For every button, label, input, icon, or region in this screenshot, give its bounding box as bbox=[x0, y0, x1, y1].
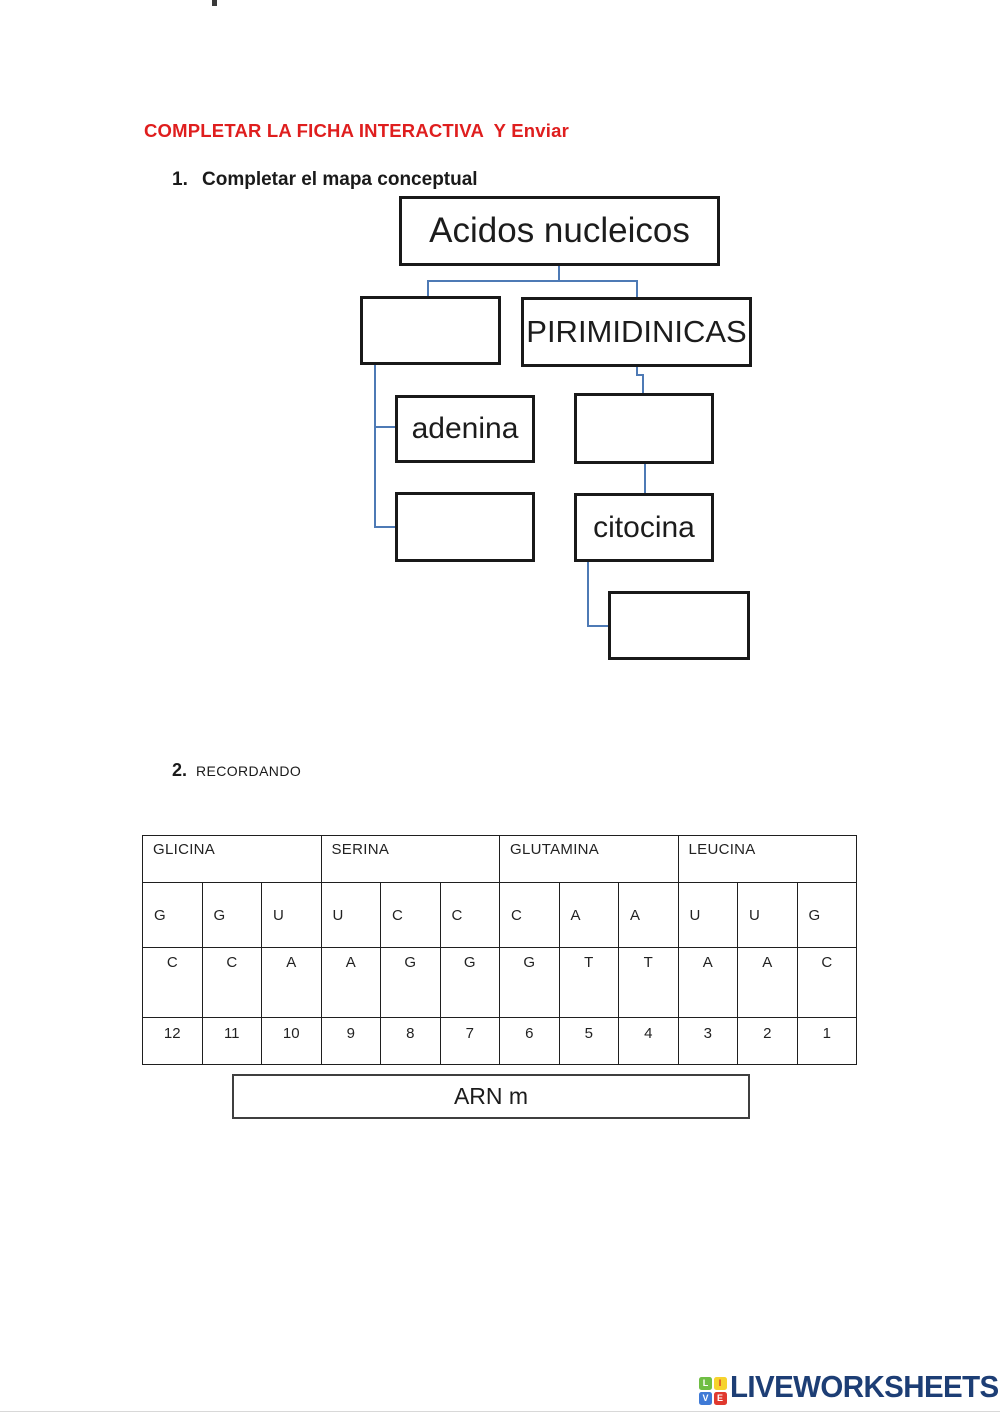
adn-base-cell: T bbox=[618, 947, 679, 1018]
map-box-acidos-nucleicos: Acidos nucleicos bbox=[399, 196, 720, 266]
logo-tile-e: E bbox=[713, 1391, 727, 1405]
position-number-cell: 3 bbox=[677, 1017, 738, 1065]
adn-base-cell: A bbox=[737, 947, 798, 1018]
arn-base-cell: A bbox=[558, 882, 619, 948]
position-number-cell: 8 bbox=[380, 1017, 441, 1065]
scan-artifact bbox=[212, 0, 217, 6]
logo-tile-v: V bbox=[699, 1391, 712, 1405]
amino-acid-header-cell: GLICINA bbox=[142, 835, 322, 883]
item-1-text: Completar el mapa conceptual bbox=[202, 169, 478, 190]
arn-base-cell: A bbox=[618, 882, 679, 948]
map-box-citocina: citocina bbox=[574, 493, 714, 562]
adn-base-cell: G bbox=[439, 947, 500, 1018]
arn-base-cell: C bbox=[380, 882, 441, 948]
arn-m-label-box: ARN m bbox=[232, 1074, 750, 1119]
connector-citocina-down bbox=[587, 562, 608, 627]
position-number-cell: 11 bbox=[201, 1017, 262, 1065]
liveworksheets-logo-text: LIVEWORKSHEETS bbox=[730, 1370, 999, 1405]
arn-base-cell: C bbox=[499, 882, 560, 948]
adn-base-cell: C bbox=[142, 947, 203, 1018]
amino-acid-header-cell: LEUCINA bbox=[677, 835, 857, 883]
adn-base-cell: G bbox=[380, 947, 441, 1018]
arn-base-cell: G bbox=[201, 882, 262, 948]
adn-base-cell: A bbox=[677, 947, 738, 1018]
item-2-text: RECORDANDO bbox=[196, 763, 302, 779]
map-box-adenina: adenina bbox=[395, 395, 535, 463]
adn-base-cell: C bbox=[796, 947, 857, 1018]
position-number-cell: 12 bbox=[142, 1017, 203, 1065]
adn-base-cell: C bbox=[201, 947, 262, 1018]
adn-base-cell: A bbox=[261, 947, 322, 1018]
position-number-cell: 9 bbox=[320, 1017, 381, 1065]
logo-tile-i: I bbox=[713, 1377, 727, 1390]
amino-acid-header-cell: SERINA bbox=[320, 835, 500, 883]
position-number-cell: 1 bbox=[796, 1017, 857, 1065]
arn-base-cell: G bbox=[796, 882, 857, 948]
instruction-item-1: 1. Completar el mapa conceptual bbox=[172, 169, 478, 191]
instruction-item-2: 2. RECORDANDO bbox=[172, 760, 301, 781]
arn-base-cell: C bbox=[439, 882, 500, 948]
arn-base-cell: U bbox=[320, 882, 381, 948]
adn-base-cell: T bbox=[558, 947, 619, 1018]
arn-base-cell: G bbox=[142, 882, 203, 948]
item-2-number: 2. bbox=[172, 760, 188, 780]
connector-left-spine bbox=[374, 365, 395, 528]
connector-pirimidinicas-down bbox=[636, 367, 644, 393]
map-box-blank-bottom[interactable] bbox=[608, 591, 750, 660]
position-number-cell: 7 bbox=[439, 1017, 500, 1065]
position-number-cell: 2 bbox=[737, 1017, 798, 1065]
position-number-cell: 4 bbox=[618, 1017, 679, 1065]
arn-base-cell: U bbox=[677, 882, 738, 948]
arn-base-cell: U bbox=[737, 882, 798, 948]
arn-base-cell: U bbox=[261, 882, 322, 948]
position-number-cell: 5 bbox=[558, 1017, 619, 1065]
map-box-blank-right[interactable] bbox=[574, 393, 714, 464]
item-1-number: 1. bbox=[172, 169, 188, 190]
adn-base-cell: G bbox=[499, 947, 560, 1018]
worksheet-title: COMPLETAR LA FICHA INTERACTIVA Y Enviar bbox=[144, 120, 569, 141]
logo-tile-l: L bbox=[699, 1377, 712, 1390]
adn-base-cell: A bbox=[320, 947, 381, 1018]
page-bottom-rule bbox=[0, 1411, 1000, 1412]
position-number-cell: 6 bbox=[499, 1017, 560, 1065]
position-number-cell: 10 bbox=[261, 1017, 322, 1065]
map-box-blank-left[interactable] bbox=[360, 296, 501, 365]
map-box-blank-left-2[interactable] bbox=[395, 492, 535, 562]
map-box-pirimidinicas: PIRIMIDINICAS bbox=[521, 297, 752, 367]
amino-acid-header-cell: GLUTAMINA bbox=[499, 835, 679, 883]
connector-root-branches bbox=[427, 280, 638, 297]
